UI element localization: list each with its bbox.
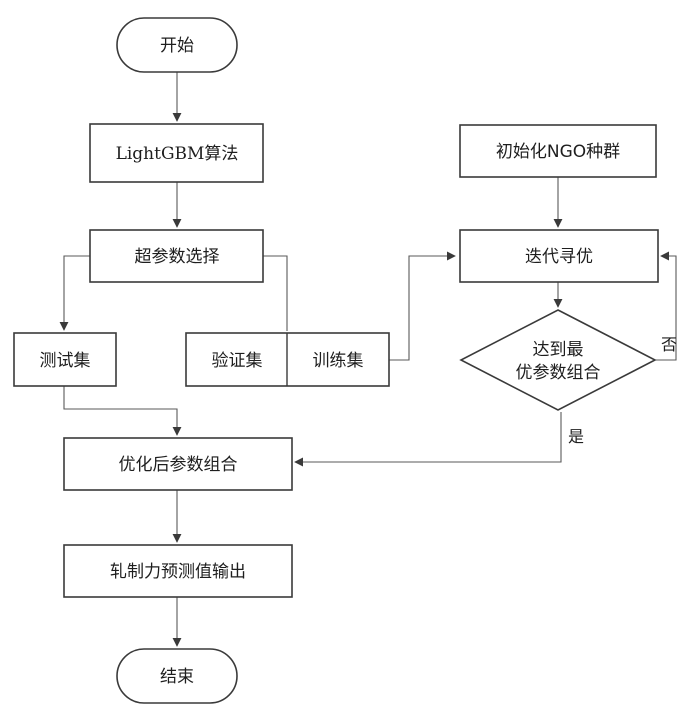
edge-hyperparam-to-test-set <box>59 255 90 331</box>
node-end-label: 结束 <box>160 667 194 687</box>
node-output-label: 轧制力预测值输出 <box>110 562 246 582</box>
node-test-set: 测试集 <box>13 332 117 387</box>
connectors <box>59 72 677 647</box>
node-hyperparam: 超参数选择 <box>89 229 264 283</box>
node-init-ngo-label: 初始化NGO种群 <box>496 142 620 162</box>
node-decision-label-line2: 优参数组合 <box>516 363 601 383</box>
edge-hyperparam-to-val-train <box>263 255 288 331</box>
edge-decision-yes <box>294 412 562 467</box>
node-optimized-label: 优化后参数组合 <box>119 455 238 475</box>
node-decision-label-line1: 达到最 <box>533 340 584 360</box>
node-start: 开始 <box>116 17 238 73</box>
node-decision: 达到最 优参数组合 <box>459 309 657 411</box>
node-lightgbm-label: LightGBM算法 <box>116 144 239 164</box>
node-lightgbm: LightGBM算法 <box>89 123 264 183</box>
node-iterate-label: 迭代寻优 <box>525 247 593 267</box>
node-start-label: 开始 <box>160 36 194 56</box>
node-optimized: 优化后参数组合 <box>63 437 293 491</box>
node-end: 结束 <box>116 648 238 704</box>
edge-test-to-optimized <box>63 386 182 436</box>
edge-yes-label: 是 <box>568 427 584 446</box>
node-training-set-label: 训练集 <box>313 351 364 371</box>
edge-no-label: 否 <box>661 335 677 354</box>
node-validation-set-label: 验证集 <box>212 351 263 371</box>
node-hyperparam-label: 超参数选择 <box>135 247 220 267</box>
node-output: 轧制力预测值输出 <box>63 544 293 598</box>
node-val-train: 验证集 训练集 <box>185 332 390 387</box>
edge-decision-no-loop <box>654 251 677 361</box>
edge-training-to-iterate <box>389 251 456 361</box>
node-iterate: 迭代寻优 <box>459 229 659 283</box>
node-init-ngo: 初始化NGO种群 <box>459 124 657 178</box>
node-test-set-label: 测试集 <box>40 351 91 371</box>
